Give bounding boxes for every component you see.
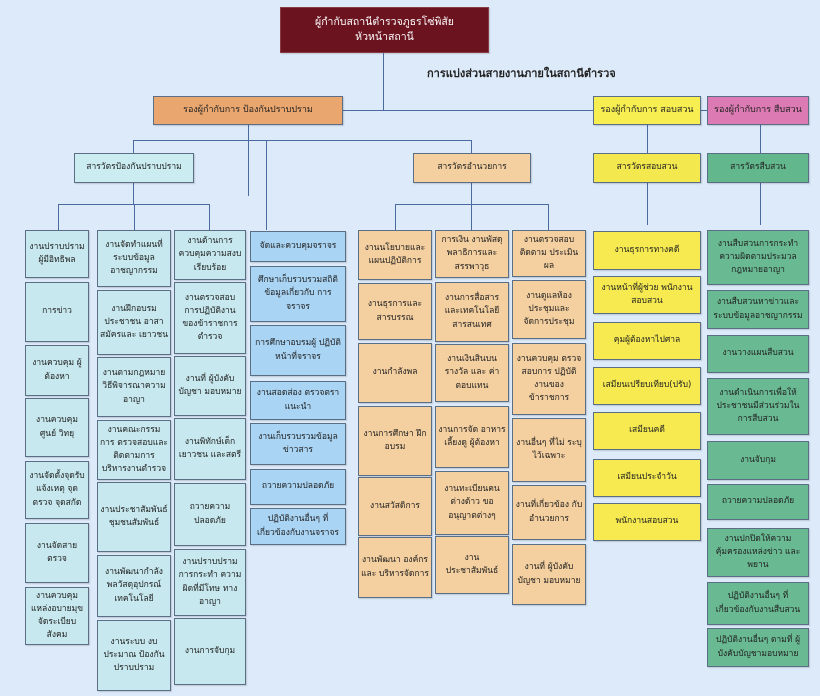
connector (395, 204, 396, 230)
unit-box-prev1: งานควบคุมศูนย์ วิทยุ (25, 398, 89, 457)
unit-box-investigation: งานสืบสวนหาข่าวและ ระบบข้อมูลอาชญากรรม (707, 290, 809, 329)
unit-box-admin2: งานทะเบียนคน ต่างด้าว ขอ อนุญาตต่างๆ (435, 471, 509, 535)
unit-box-admin1: งานธุรการและ สารบรรณ (358, 283, 432, 340)
unit-box-traffic: ศึกษาเก็บรวบรวมสถิติ ข้อมูลเกี่ยวกับ การ… (250, 266, 346, 322)
connector (266, 140, 267, 230)
station-chief-box: ผู้กำกับสถานีตำรวจภูธรโซ่พิสัย หัวหน้าสถ… (280, 7, 489, 53)
unit-box-prev1: งานควบคุม แหล่งอบายมุข จัดระเบียบสังคม (25, 587, 89, 645)
unit-box-prev2: งานคณะกรรม การ ตรวจสอบและ ติดตามการ บริห… (97, 420, 171, 480)
unit-box-admin2: งานการจัด อาหารเลี้ยงดู ผู้ต้องหา (435, 406, 509, 468)
connector (133, 140, 471, 141)
unit-box-investigation: งานปกปิดให้ความ คุ้มครองแหล่งข่าว และพยา… (707, 528, 809, 577)
connector (209, 204, 210, 230)
unit-box-prev2: งานประชาสัมพันธ์ ชุมชนสัมพันธ์ (97, 482, 171, 552)
connector (395, 204, 549, 205)
unit-box-admin3: งานที่เกี่ยวข้อง กับอำนวยการ (512, 485, 586, 540)
unit-box-prev2: งานพัฒนากำลัง พลวัสดุอุปกรณ์ เทคโนโลยี (97, 555, 171, 617)
unit-box-prev1: งานจัดตั้งจุดรับ แจ้งเหตุ จุดตรวจ จุดสกั… (25, 461, 89, 519)
connector (471, 182, 472, 204)
unit-box-admin3: งานที่ ผู้บังคับบัญชา มอบหมาย (512, 544, 586, 605)
unit-box-investigation: งานจับกุม (707, 441, 809, 480)
unit-box-prev1: งานปราบปราม ผู้มีอิทธิพล (25, 230, 89, 278)
unit-box-inquiry: เสมียนเปรียบเทียบ(ปรับ) (593, 367, 701, 405)
connector (58, 204, 59, 230)
connector (134, 204, 135, 230)
unit-box-prev3: งานที่ ผู้บังคับบัญชา มอบหมาย (174, 356, 246, 416)
unit-box-prev2: งานตามกฎหมาย วิธีพิจารณาความ อาญา (97, 357, 171, 417)
unit-box-traffic: งานสอดส่อง ตรวจตรา แนะนำ (250, 381, 346, 420)
deputy-inquiry-box: รองผู้กำกับการ สอบสวน (593, 96, 701, 125)
unit-box-prev3: งานตรวจสอบ การปฏิบัติงาน ของข้าราชการ ตำ… (174, 282, 246, 354)
unit-box-admin1: งานสวัสดิการ (358, 477, 432, 536)
chart-subtitle: การแบ่งส่วนสายงานภายในสถานีตำรวจ (427, 67, 616, 80)
connector (58, 204, 209, 205)
unit-box-investigation: งานวางแผนสืบสวน (707, 335, 809, 373)
unit-box-admin2: งาน ประชาสัมพันธ์ (435, 536, 509, 594)
chief-title: ผู้กำกับสถานีตำรวจภูธรโซ่พิสัย (315, 16, 454, 29)
unit-box-prev2: งานจัดทำแผนที่ ระบบข้อมูล อาชญากรรม (97, 230, 171, 287)
unit-box-prev2: งานฝึกอบรม ประชาชน อาสาสมัครและ เยาวชน (97, 290, 171, 355)
connector (471, 204, 472, 230)
unit-box-admin1: งานพัฒนา องค์กร และ บริหารจัดการ (358, 537, 432, 598)
connector (248, 110, 249, 196)
connector (248, 110, 761, 111)
unit-box-inquiry: เสมียนคดี (593, 412, 701, 450)
unit-box-prev1: การข่าว (25, 282, 89, 342)
unit-box-admin2: งานเงินสินบน รางวัล และ ค่าตอบแทน (435, 344, 509, 402)
unit-box-admin2: การเงิน งานพัสดุ พลาธิการและ สรรพาวุธ (435, 230, 509, 278)
connector (133, 140, 134, 154)
unit-box-inquiry: พนักงานสอบสวน (593, 503, 701, 541)
unit-box-admin1: งานนโยบายและ แผนปฏิบัติการ (358, 230, 432, 280)
inspector-prevention-box: สารวัตรป้องกันปราบปราม (74, 153, 194, 183)
unit-box-inquiry: งานหน้าที่ผู้ช่วย พนักงานสอบสวน (593, 276, 701, 314)
unit-box-investigation: ปฏิบัติงานอื่นๆ ตามที่ ผู้บังคับบัญชามอบ… (707, 628, 809, 667)
unit-box-inquiry: งานธุรการทางคดี (593, 231, 701, 270)
inspector-investigation-box: สารวัตรสืบสวน (707, 153, 809, 183)
unit-box-prev1: งานจัดสายตรวจ (25, 523, 89, 583)
unit-box-prev2: งานระบบ งบประมาณ ป้องกัน ปราบปราม (97, 620, 171, 691)
unit-box-admin1: งานกำลังพล (358, 343, 432, 403)
unit-box-prev3: งานการจับกุม (174, 618, 246, 685)
unit-box-traffic: งานเก็บรวบรวมข้อมูล ข่าวสาร (250, 423, 346, 465)
connector (383, 53, 384, 110)
unit-box-traffic: ถวายความปลอดภัย (250, 469, 346, 505)
unit-box-prev1: งานควบคุม ผู้ต้องหา (25, 345, 89, 396)
deputy-prevention-box: รองผู้กำกับการ ป้องกันปราบปราม (153, 96, 343, 125)
unit-box-inquiry: เสมียนประจำวัน (593, 459, 701, 497)
unit-box-admin1: งานการศึกษา ฝึกอบรม (358, 406, 432, 476)
connector (133, 182, 134, 204)
unit-box-admin3: งานตรวจสอบ ติดตาม ประเมินผล (512, 230, 586, 277)
connector (471, 140, 472, 154)
unit-box-prev3: งานปราบปราม การกระทำ ความผิดที่มีโทษ ทาง… (174, 549, 246, 616)
unit-box-inquiry: คุมผู้ต้องหาไปศาล (593, 322, 701, 360)
unit-box-prev3: งานด้านการ ควบคุมความสงบ เรียบร้อย (174, 230, 246, 280)
unit-box-admin2: งานการสื่อสาร และเทคโนโลยี สารสนเทศ (435, 282, 509, 342)
unit-box-traffic: จัดและควบคุมจราจร (250, 231, 346, 262)
unit-box-traffic: การศึกษาอบรมผู้ ปฏิบัติหน้าที่จราจร (250, 325, 346, 376)
unit-box-admin3: งานดูแลห้อง ประชุมและ จัดการประชุม (512, 280, 586, 339)
unit-box-investigation: ถวายความปลอดภัย (707, 484, 809, 520)
chief-subtitle: หัวหน้าสถานี (355, 31, 414, 43)
unit-box-investigation: งานสืบสวนการกระทำ ความผิดตามประมวล กฎหมา… (707, 230, 809, 285)
unit-box-investigation: งานดำเนินการเพื่อให้ ประชาชนมีส่วนร่วมใน… (707, 378, 809, 435)
unit-box-prev3: ถวายความ ปลอดภัย (174, 483, 246, 546)
connector (548, 204, 549, 230)
unit-box-traffic: ปฏิบัติงานอื่นๆ ที่ เกี่ยวข้องกับงานจราจ… (250, 508, 346, 545)
unit-box-investigation: ปฏิบัติงานอื่นๆ ที่ เกี่ยวข้องกับงานสืบส… (707, 582, 809, 625)
unit-box-admin3: งานควบคุม ตรวจสอบการ ปฏิบัติงานของ ข้ารา… (512, 343, 586, 415)
inspector-inquiry-box: สารวัตรสอบสวน (593, 153, 701, 183)
inspector-admin-box: สารวัตรอำนวยการ (413, 153, 531, 183)
unit-box-admin3: งานอื่นๆ ที่ไม่ ระบุไว้เฉพาะ (512, 418, 586, 482)
deputy-investigation-box: รองผู้กำกับการ สืบสวน (707, 96, 809, 125)
unit-box-prev3: งานพิทักษ์เด็ก เยาวชน และสตรี (174, 418, 246, 480)
